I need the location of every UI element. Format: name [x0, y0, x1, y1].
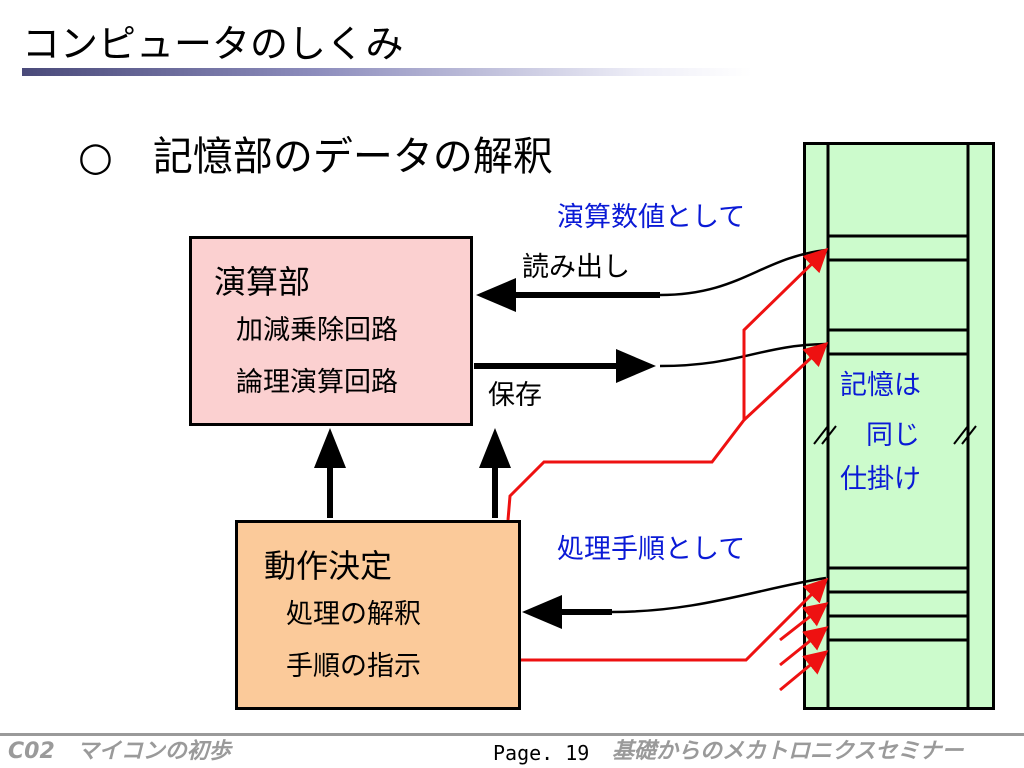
alu-line-arith: 加減乗除回路: [236, 315, 398, 346]
address-arrow-c: [779, 650, 829, 692]
store-label: 保存: [488, 380, 542, 411]
control-line-interpret: 処理の解釈: [286, 599, 421, 630]
alu-line-logic: 論理演算回路: [236, 367, 398, 398]
break-mark-right: [953, 425, 977, 445]
memory-note-line-2: 同じ: [866, 420, 920, 451]
slide-subtitle: ○ 記憶部のデータの解釈: [78, 134, 553, 180]
address-arrow-a: [779, 602, 829, 642]
control-alu-arrowhead-2: [479, 428, 511, 468]
control-box: 動作決定 処理の解釈 手順の指示: [235, 520, 521, 710]
procedure-curve: [611, 576, 827, 614]
control-line-instruct: 手順の指示: [286, 651, 421, 682]
operand-label: 演算数値として: [557, 202, 746, 233]
read-arrow-head: [476, 278, 516, 312]
title-underline: [22, 68, 752, 76]
memory-cell-operand-2: [826, 328, 970, 356]
address-line-2: [742, 341, 829, 422]
break-mark-left: [813, 425, 837, 445]
footer-course: C02 マイコンの初歩: [8, 739, 231, 764]
address-line-1: [506, 247, 829, 521]
control-title: 動作決定: [264, 547, 393, 585]
alu-title: 演算部: [214, 263, 311, 301]
footer-series: 基礎からのメカトロニクスセミナー: [612, 739, 964, 764]
memory-cells-procedure: [826, 566, 970, 642]
footer-divider: [0, 733, 1024, 736]
memory-cell-operand: [826, 234, 970, 262]
control-alu-arrowhead-1: [314, 428, 346, 468]
slide-title: コンピュータのしくみ: [22, 22, 404, 66]
memory-note-line-1: 記憶は: [840, 370, 921, 401]
procedure-label: 処理手順として: [557, 534, 746, 565]
address-line-3: [521, 577, 829, 662]
store-arrow-head: [616, 349, 656, 383]
address-arrow-b: [779, 626, 829, 667]
read-label: 読み出し: [522, 252, 630, 283]
page-number: Page. 19: [493, 741, 590, 765]
procedure-arrow-head: [522, 595, 562, 629]
alu-box: 演算部 加減乗除回路 論理演算回路: [189, 236, 473, 426]
memory-note-line-3: 仕掛け: [840, 464, 921, 495]
